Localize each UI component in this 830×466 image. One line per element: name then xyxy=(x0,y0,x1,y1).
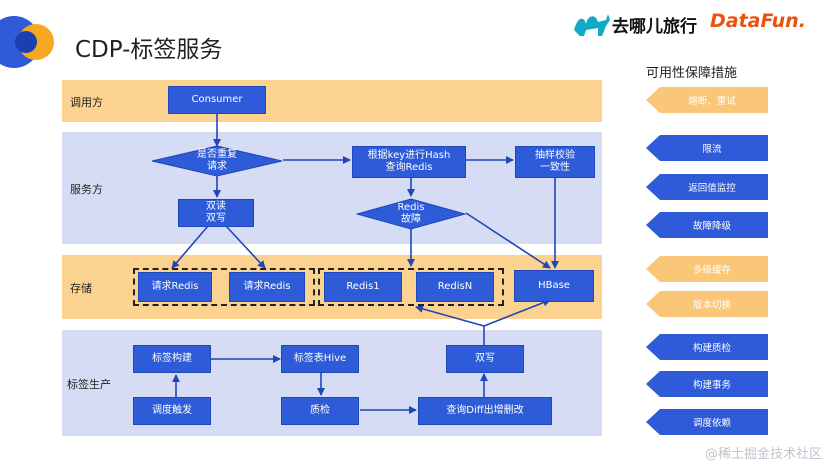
measure-build-transaction: 构建事务 xyxy=(646,371,768,397)
redisn-node: RedisN xyxy=(416,272,494,302)
measure-circuit-retry: 熔断、重试 xyxy=(646,87,768,113)
redis-fault-diamond xyxy=(356,198,466,230)
dual-write-node: 双写 xyxy=(446,345,524,373)
lane-caller xyxy=(62,80,602,122)
repeat-request-label: 是否重复 请求 xyxy=(197,149,237,172)
brand-logo: 去哪儿旅行 DataFun. xyxy=(572,6,822,40)
diff-node: 查询Diff出增删改 xyxy=(418,397,552,425)
redis-cluster-group xyxy=(318,268,504,306)
lane-service xyxy=(62,132,602,244)
camel-icon xyxy=(574,14,610,36)
logo-mark xyxy=(0,14,70,70)
hash-redis-node: 根据key进行Hash 查询Redis xyxy=(352,146,466,178)
tag-build-node: 标签构建 xyxy=(133,345,211,373)
request-redis-2: 请求Redis xyxy=(229,272,305,302)
brand-cn: 去哪儿旅行 xyxy=(612,17,697,37)
brand-en: DataFun. xyxy=(710,10,806,32)
dual-rw-node: 双读 双写 xyxy=(178,199,254,227)
redis-fault-label: Redis 故障 xyxy=(397,202,425,225)
measure-schedule-dependency: 调度依赖 xyxy=(646,409,768,435)
connectors xyxy=(171,112,559,414)
lane-label-production: 标签生产 xyxy=(67,378,111,391)
page-title: CDP-标签服务 xyxy=(75,37,223,63)
sidebar-title: 可用性保障措施 xyxy=(646,66,738,81)
request-redis-1: 请求Redis xyxy=(138,272,212,302)
quality-node: 质检 xyxy=(281,397,359,425)
measure-multi-cache: 多级缓存 xyxy=(646,256,768,282)
dual-redis-group xyxy=(133,268,315,306)
measure-rate-limit: 限流 xyxy=(646,135,768,161)
logo-circles-icon xyxy=(0,16,54,68)
measure-degrade: 故障降级 xyxy=(646,212,768,238)
measure-version-switch: 版本切换 xyxy=(646,291,768,317)
sample-check-node: 抽样校验 一致性 xyxy=(515,146,595,178)
consumer-node: Consumer xyxy=(168,86,266,114)
measure-return-monitor: 返回值监控 xyxy=(646,174,768,200)
hbase-node: HBase xyxy=(514,270,594,302)
repeat-request-diamond xyxy=(151,145,283,177)
measure-build-quality: 构建质检 xyxy=(646,334,768,360)
redis1-node: Redis1 xyxy=(324,272,402,302)
schedule-node: 调度触发 xyxy=(133,397,211,425)
tag-hive-node: 标签表Hive xyxy=(281,345,359,373)
lane-label-caller: 调用方 xyxy=(70,96,103,109)
lane-label-service: 服务方 xyxy=(70,183,103,196)
lane-label-storage: 存储 xyxy=(70,282,92,295)
watermark: @稀土掘金技术社区 xyxy=(704,447,822,462)
